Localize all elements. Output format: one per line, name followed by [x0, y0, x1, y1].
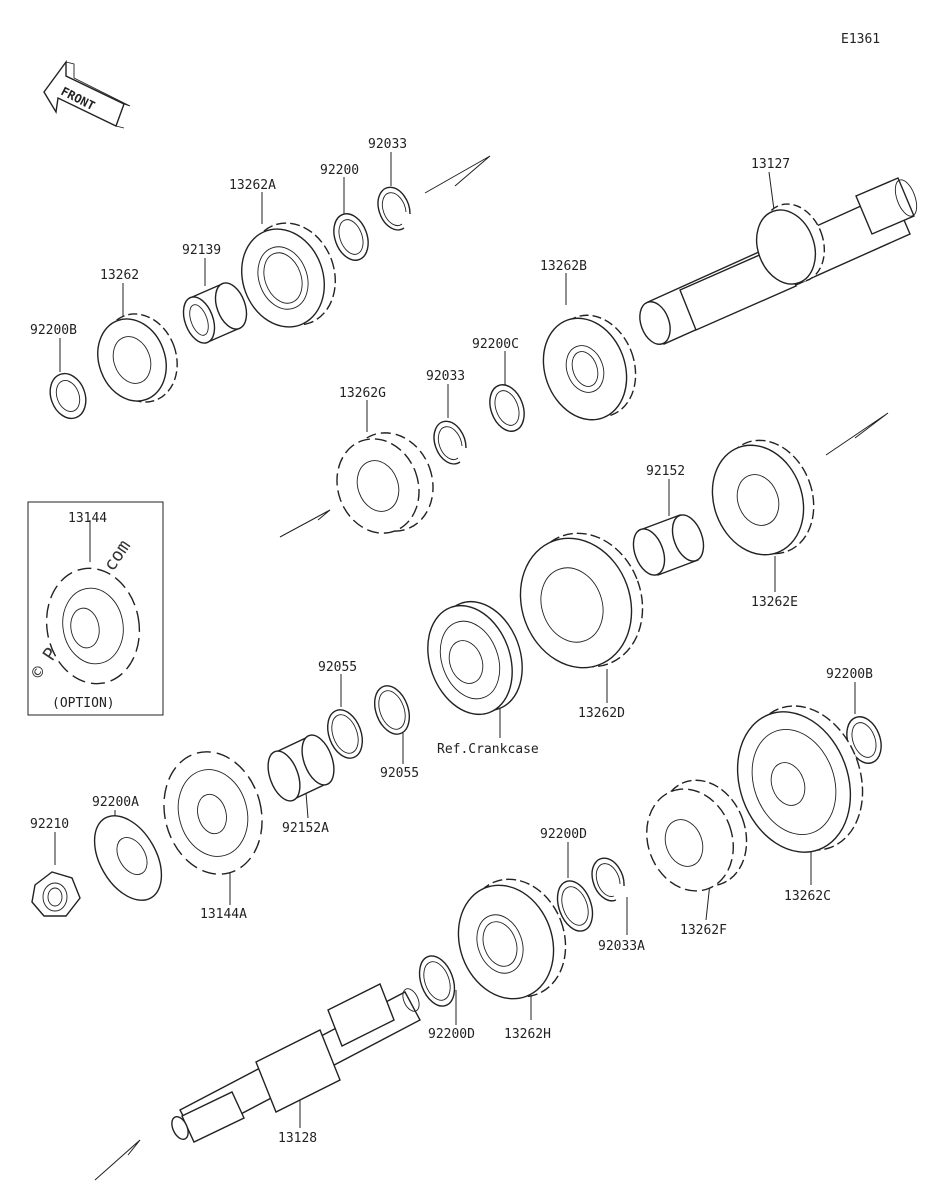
label-92200-top: 92200	[320, 163, 359, 178]
part-labels: 13262 92200B 92139 13262A 92200 92033 13…	[30, 137, 873, 1146]
front-arrow-icon: FRONT	[43, 59, 131, 129]
gear-13262F	[646, 779, 748, 892]
label-13262G: 13262G	[339, 386, 386, 401]
label-92152A: 92152A	[282, 821, 329, 836]
label-92200B-top: 92200B	[30, 323, 77, 338]
shaft-13128	[171, 983, 421, 1143]
gear-13262G	[336, 432, 434, 534]
gear-13262E	[711, 439, 815, 556]
gear-13262	[97, 313, 178, 403]
label-92200D-mid: 92200D	[540, 827, 587, 842]
circlip-92033A	[591, 857, 625, 902]
shaft-13127	[639, 177, 918, 345]
label-13262F: 13262F	[680, 923, 727, 938]
label-13144: 13144	[68, 511, 107, 526]
label-13262D: 13262D	[578, 706, 625, 721]
option-box	[27, 501, 164, 716]
label-92033-mid: 92033	[426, 369, 465, 384]
washer-92200	[333, 213, 369, 261]
gear-13262D	[519, 532, 644, 669]
label-13262C: 13262C	[784, 889, 831, 904]
diagram-id: E1361	[841, 32, 880, 47]
gear-13262H	[457, 878, 567, 1000]
label-92200C: 92200C	[472, 337, 519, 352]
gear-13262B	[542, 314, 637, 421]
label-92033A: 92033A	[598, 939, 645, 954]
nut-92210	[31, 871, 81, 917]
label-92200D-low: 92200D	[428, 1027, 475, 1042]
washer-92200A	[93, 815, 163, 901]
label-13262: 13262	[100, 268, 139, 283]
label-92200A: 92200A	[92, 795, 139, 810]
circlip-92033-top	[377, 186, 411, 231]
label-92210: 92210	[30, 817, 69, 832]
circlip-92033-mid	[433, 420, 467, 465]
label-92055-b: 92055	[380, 766, 419, 781]
gear-13262A	[241, 222, 336, 328]
label-13262A: 13262A	[229, 178, 276, 193]
label-92033-top: 92033	[368, 137, 407, 152]
bearing-92139	[182, 282, 248, 344]
label-ref-crankcase: Ref.Crankcase	[437, 742, 539, 757]
axis-lines	[94, 155, 889, 1181]
collar-92152	[632, 514, 705, 576]
label-13127: 13127	[751, 157, 790, 172]
label-92152-top: 92152	[646, 464, 685, 479]
sprocket-13144A	[163, 751, 263, 875]
collar-92152A	[267, 734, 335, 802]
oring-92055-a	[327, 709, 363, 759]
label-13262E: 13262E	[751, 595, 798, 610]
sprocket-13144	[45, 567, 141, 685]
label-92139: 92139	[182, 243, 221, 258]
washer-92200C	[489, 384, 525, 432]
bearing-ref-crankcase	[427, 600, 523, 716]
label-92200B-right: 92200B	[826, 667, 873, 682]
option-label: (OPTION)	[52, 696, 115, 711]
washer-92200B-top	[49, 372, 87, 420]
label-92055-a: 92055	[318, 660, 357, 675]
oring-92055-b	[374, 685, 410, 735]
washer-92200D-low	[418, 955, 456, 1007]
washer-92200D-mid	[556, 880, 594, 932]
label-13128: 13128	[278, 1131, 317, 1146]
label-13144A: 13144A	[200, 907, 247, 922]
label-13262B: 13262B	[540, 259, 587, 274]
label-13262H: 13262H	[504, 1027, 551, 1042]
gear-13262C	[736, 705, 864, 853]
